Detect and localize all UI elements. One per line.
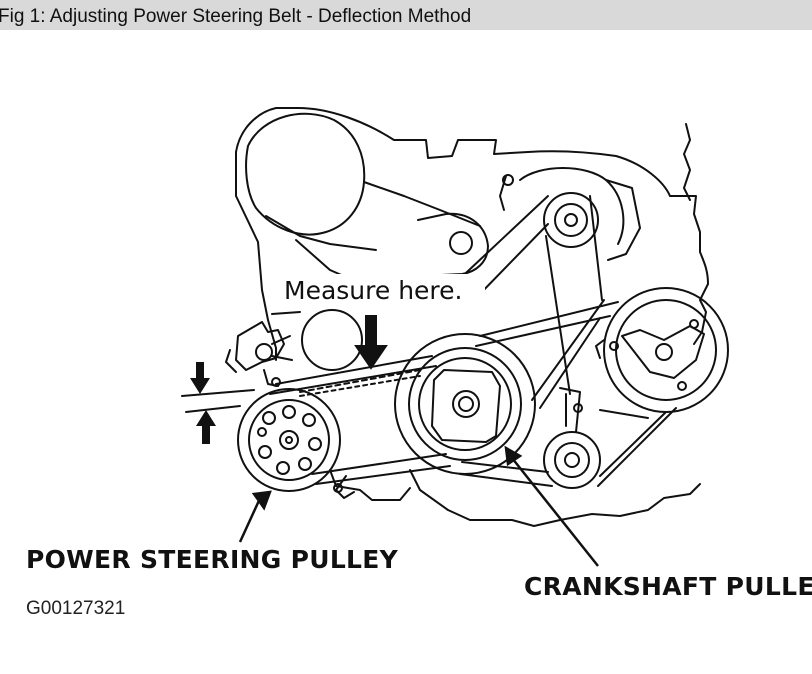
- alternator-housing: [245, 112, 366, 236]
- deflection-reference-line: [181, 389, 255, 397]
- figure-caption-bar: Fig 1: Adjusting Power Steering Belt - D…: [0, 0, 812, 30]
- figure-caption: Fig 1: Adjusting Power Steering Belt - D…: [0, 6, 472, 27]
- lower-idler-pulley: [543, 431, 601, 489]
- engine-block-upper-right: [683, 123, 691, 201]
- measure-label-backdrop: [279, 274, 485, 306]
- measure-here-label: Measure here.: [284, 276, 463, 305]
- ac-compressor-pulley: [603, 287, 729, 413]
- deflection-arrow-up: [196, 410, 216, 444]
- accessory-belt-upper: [451, 195, 549, 287]
- engine-block-outline: [235, 107, 709, 345]
- engine-block-bottom: [409, 469, 701, 527]
- ps-leader-arrow: [238, 490, 272, 543]
- power-steering-pulley: [237, 388, 341, 492]
- crank-leader-arrow: [504, 445, 599, 567]
- figure-reference-code: G00127321: [26, 598, 126, 619]
- small-boss: [449, 231, 473, 255]
- upper-idler-pulley: [543, 192, 599, 248]
- power-steering-belt-bottom: [311, 453, 447, 475]
- engine-block-left-edge: [235, 151, 277, 361]
- deflection-arrow-down: [190, 362, 210, 394]
- power-steering-pulley-label: POWER STEERING PULLEY: [26, 545, 399, 574]
- pump-body: [301, 309, 363, 371]
- crankshaft-pulley-label: CRANKSHAFT PULLEY: [524, 572, 812, 601]
- measure-arrow: [354, 315, 388, 370]
- engine-block-lower-bracket: [329, 469, 411, 501]
